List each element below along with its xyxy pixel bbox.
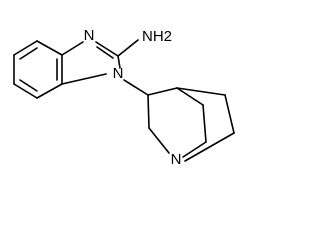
bond: [13, 83, 38, 99]
bond: [148, 127, 170, 154]
bond: [202, 104, 207, 143]
atom-label-n3: N: [84, 27, 95, 44]
bond: [147, 94, 150, 129]
double-bond-inner: [19, 79, 38, 92]
double-bond-inner: [19, 47, 38, 60]
bond: [176, 87, 226, 96]
bond: [95, 41, 119, 57]
atom-label-nh2: NH2: [142, 28, 172, 45]
bond: [61, 73, 107, 85]
structure-figure: N NH2 N N: [13, 27, 235, 168]
bond: [182, 141, 207, 158]
bond: [117, 55, 121, 69]
bond: [176, 87, 204, 106]
bond: [36, 83, 63, 99]
bond: [36, 40, 63, 56]
atom-label-n-bridgehead: N: [171, 151, 182, 168]
bond: [61, 41, 84, 56]
bond: [184, 132, 235, 162]
bond: [13, 40, 38, 56]
double-bond-inner: [96, 46, 114, 59]
bond-lines: [13, 39, 235, 162]
atom-label-n1: N: [113, 65, 124, 82]
bond: [117, 39, 139, 57]
structure-svg: N NH2 N N: [13, 27, 235, 168]
bond: [147, 87, 178, 96]
bond: [123, 79, 149, 96]
bond: [224, 94, 235, 134]
